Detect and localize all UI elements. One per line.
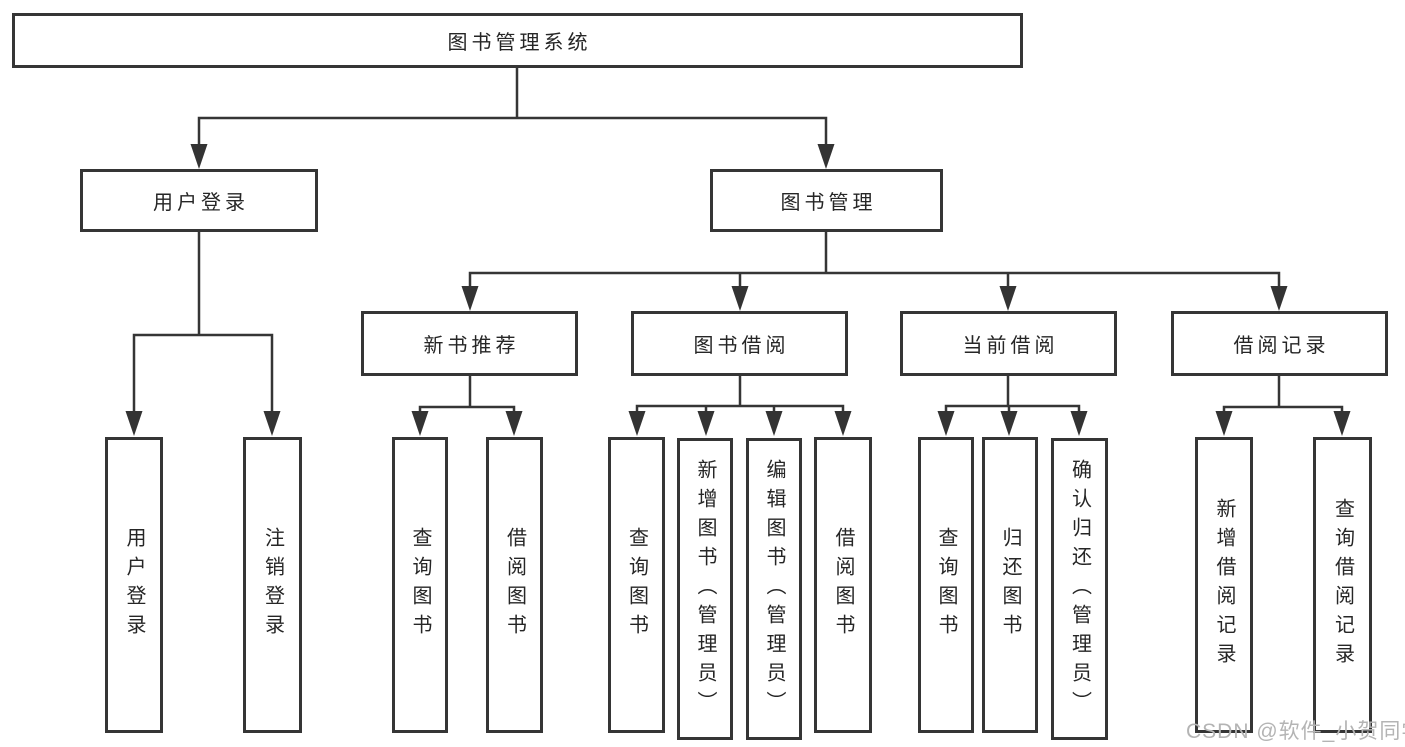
node-borrowing-records: 借阅记录 [1171, 311, 1388, 376]
node-new-book-recommendation: 新书推荐 [361, 311, 578, 376]
node-current-borrowing: 当前借阅 [900, 311, 1117, 376]
csdn-watermark: CSDN @软件_小贺同学 [1186, 720, 1405, 743]
leaf-records-add-borrow-record: 新增借阅记录 [1195, 437, 1253, 733]
leaf-records-query-borrow-record: 查询借阅记录 [1313, 437, 1372, 733]
arrowheads [125, 144, 1351, 436]
leaf-current-return-book: 归还图书 [982, 437, 1038, 733]
leaf-user-login: 用户登录 [105, 437, 163, 733]
leaf-current-confirm-return-admin: 确认归还（管理员） [1051, 438, 1108, 740]
node-book-borrowing: 图书借阅 [631, 311, 848, 376]
leaf-logout-login: 注销登录 [243, 437, 302, 733]
node-user-login: 用户登录 [80, 169, 318, 232]
node-library-management-system: 图书管理系统 [12, 13, 1023, 68]
leaf-recommend-query-book: 查询图书 [392, 437, 448, 733]
leaf-borrow-query-book: 查询图书 [608, 437, 665, 733]
leaf-borrow-edit-book-admin: 编辑图书（管理员） [746, 438, 802, 740]
leaf-borrow-borrow-book: 借阅图书 [814, 437, 872, 733]
leaf-current-query-book: 查询图书 [918, 437, 974, 733]
node-book-management: 图书管理 [710, 169, 943, 232]
leaf-borrow-add-book-admin: 新增图书（管理员） [677, 438, 733, 740]
leaf-recommend-borrow-book: 借阅图书 [486, 437, 543, 733]
